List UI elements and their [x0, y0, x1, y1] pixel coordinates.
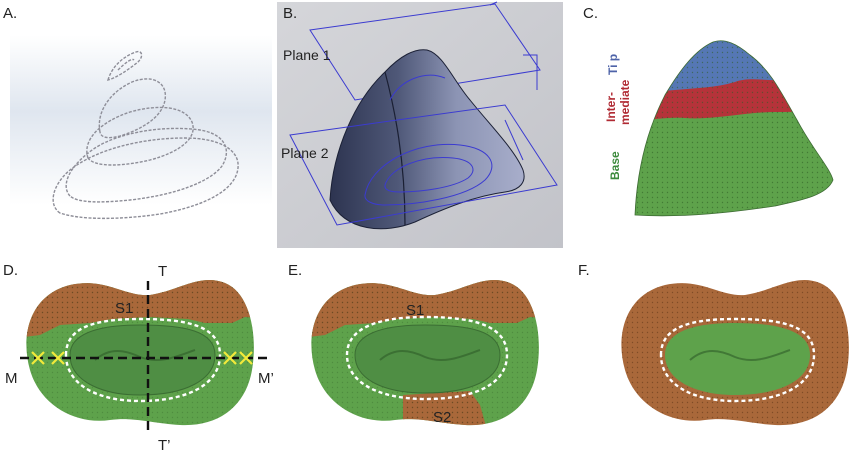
panel-c: C. Ti p Inter- mediate Base — [575, 0, 854, 250]
panel-b-label: B. — [283, 5, 298, 22]
occlusal-basin-e — [354, 324, 501, 394]
panel-e-label: E. — [288, 262, 303, 279]
plane-2-contour-outer — [364, 143, 493, 206]
region-model: Ti p Inter- mediate Base — [604, 40, 834, 217]
basin-dashed-outline-e — [345, 315, 509, 401]
plane-1-label: Plane 1 — [283, 47, 331, 63]
contour-wireframe — [10, 35, 272, 220]
tooth-ridge — [384, 71, 406, 226]
s2-label: S2 — [433, 409, 451, 426]
contour-line-upper — [98, 78, 166, 139]
panel-e: E. S1 S2 — [285, 255, 570, 453]
intermediate-label-line2: mediate — [618, 79, 632, 125]
axis-t-label: T — [158, 263, 167, 280]
segmentation-full-ring — [621, 280, 849, 426]
plane-1-outline — [309, 3, 541, 101]
contour-line-middle — [86, 106, 194, 166]
panel-a-label: A. — [3, 5, 18, 22]
region-model-outline — [634, 40, 834, 217]
contour-line-tip — [117, 58, 135, 71]
plane-2-label: Plane 2 — [281, 145, 329, 161]
wireframe-background — [10, 35, 272, 205]
panel-b: Plane 1 Plane 2 B. — [275, 0, 565, 250]
panel-f: F. — [570, 255, 854, 453]
panel-d-label: D. — [3, 262, 18, 279]
mesh-overlay — [635, 40, 833, 216]
basin-dashed-outline — [64, 317, 222, 403]
segmentation-s1-s2: S1 S2 — [311, 280, 539, 426]
planes-model: Plane 1 Plane 2 — [277, 1, 563, 248]
s1-label-e: S1 — [406, 302, 424, 319]
base-label: Base — [608, 151, 622, 180]
plane-2-contour-inner — [384, 157, 474, 193]
s2-mesh — [403, 391, 490, 426]
s1-label: S1 — [115, 300, 133, 317]
tooth-surface — [329, 49, 525, 230]
basin-ridge-e — [379, 349, 481, 361]
x-markers — [31, 351, 253, 365]
contour-line-top — [106, 50, 143, 81]
basin-ridge-f — [689, 349, 791, 361]
intermediate-label-line1: Inter- — [604, 92, 618, 122]
tip-label: Ti p — [606, 54, 620, 75]
green-basin-region — [665, 323, 810, 395]
s1-mesh — [26, 280, 254, 340]
s1-mesh-e — [311, 280, 539, 340]
plane-1-contour — [389, 74, 446, 101]
occlusal-basin — [69, 324, 216, 396]
panel-d: D. S1 — [0, 255, 285, 453]
axis-m-prime-label: M’ — [258, 370, 274, 387]
axis-m-label: M — [5, 370, 18, 387]
contour-line-lower — [65, 127, 227, 203]
axis-t-prime-label: T’ — [158, 437, 171, 453]
panel-c-label: C. — [583, 5, 598, 22]
segmentation-axes: S1 T T’ M M’ — [5, 263, 274, 453]
dimension-line-lower — [504, 119, 524, 161]
contour-line-bottom — [52, 137, 239, 220]
plane-2-outline — [289, 104, 558, 226]
dimension-line-top — [489, 1, 498, 6]
dimension-line-right — [523, 54, 538, 90]
panel-a: A. — [0, 0, 275, 248]
panel-f-label: F. — [578, 262, 590, 279]
